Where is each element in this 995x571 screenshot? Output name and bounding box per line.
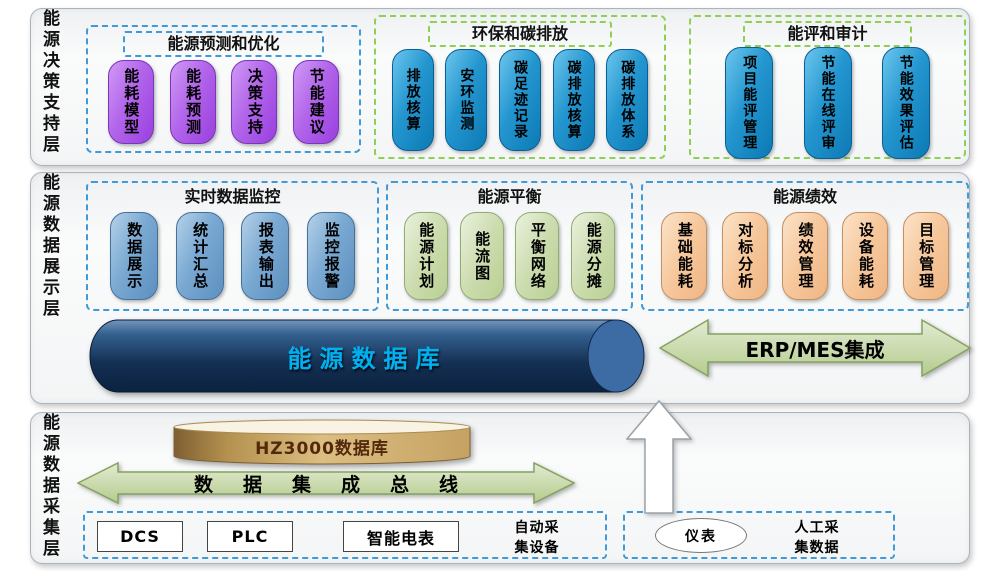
pill-energy-allocation: 能源分摊 — [571, 212, 616, 300]
pill-energy-flow: 能流图 — [459, 212, 504, 300]
pill-monitor-alarm: 监控报警 — [307, 212, 356, 300]
pill-energy-model: 能耗模型 — [107, 60, 154, 144]
data-bus-label: 数据集成总线 — [193, 473, 488, 496]
auto-collect-label: 自动采集设备 — [514, 520, 560, 556]
group-title: 环保和碳排放 — [427, 21, 612, 47]
up-arrow-icon — [625, 399, 693, 514]
pill-energy-forecast: 能耗预测 — [169, 60, 216, 144]
group-realtime-monitoring: 实时数据监控 数据展示 统计汇总 报表输出 监控报警 — [86, 181, 379, 311]
pill-row: 数据展示 统计汇总 报表输出 监控报警 — [92, 207, 373, 305]
pill-row: 能耗模型 能耗预测 决策支持 节能建议 — [92, 57, 355, 147]
pill-report-output: 报表输出 — [241, 212, 290, 300]
energy-database-label: 能源数据库 — [287, 344, 448, 373]
pill-row: 基础能耗 对标分析 绩效管理 设备能耗 目标管理 — [647, 207, 963, 305]
pill-benchmark-analysis: 对标分析 — [721, 212, 768, 300]
pill-row: 项目能评管理 节能在线评审 节能效果评估 — [695, 47, 960, 159]
data-bus-arrow: 数据集成总线 — [77, 461, 575, 505]
group-energy-balance: 能源平衡 能源计划 能流图 平衡网络 能源分摊 — [386, 181, 633, 311]
pill-saving-advice: 节能建议 — [293, 60, 340, 144]
pill-effect-evaluation: 节能效果评估 — [881, 47, 930, 159]
pill-carbon-footprint: 碳足迹记录 — [498, 49, 541, 151]
pill-row: 能源计划 能流图 平衡网络 能源分摊 — [392, 207, 627, 305]
pill-online-review: 节能在线评审 — [803, 47, 852, 159]
pill-row: 排放核算 安环监测 碳足迹记录 碳排放核算 碳排放体系 — [380, 47, 660, 153]
pill-project-evaluation: 项目能评管理 — [725, 47, 774, 159]
layer-decision-support: 能源决策支持层 能源预测和优化 能耗模型 能耗预测 决策支持 节能建议 环保和碳… — [30, 8, 970, 166]
pill-energy-plan: 能源计划 — [403, 212, 448, 300]
device-dcs: DCS — [97, 521, 183, 552]
hz3000-label: HZ3000数据库 — [255, 439, 389, 459]
group-title: 能评和审计 — [743, 21, 912, 47]
pill-base-consumption: 基础能耗 — [661, 212, 708, 300]
manual-collect-box: 仪表 人工采集数据 — [623, 511, 895, 559]
pill-statistics: 统计汇总 — [175, 212, 224, 300]
double-arrow-icon — [659, 318, 971, 378]
manual-collect-label: 人工采集数据 — [794, 520, 840, 556]
auto-collect-box: DCS PLC 智能电表 自动采集设备 — [83, 511, 607, 559]
hz3000-database-cylinder: HZ3000数据库 — [173, 419, 471, 465]
device-smart-meter: 智能电表 — [343, 521, 459, 552]
double-arrow-icon — [77, 461, 575, 505]
layer-label-acquisition: 能源数据采集层 — [39, 413, 59, 560]
erp-mes-label: ERP/MES集成 — [745, 337, 885, 362]
pill-data-display: 数据展示 — [109, 212, 158, 300]
group-environment-carbon: 环保和碳排放 排放核算 安环监测 碳足迹记录 碳排放核算 碳排放体系 — [374, 15, 666, 159]
pill-performance-mgmt: 绩效管理 — [781, 212, 828, 300]
cylinder-shape-icon — [173, 419, 471, 465]
pill-carbon-system: 碳排放体系 — [606, 49, 649, 151]
layer-label-display: 能源数据展示层 — [39, 173, 59, 320]
group-title: 能源平衡 — [477, 187, 542, 206]
cylinder-shape-icon — [89, 319, 645, 393]
pill-carbon-accounting: 碳排放核算 — [552, 49, 595, 151]
group-title: 实时数据监控 — [184, 187, 281, 206]
pill-balance-network: 平衡网络 — [515, 212, 560, 300]
group-energy-forecast-optimization: 能源预测和优化 能耗模型 能耗预测 决策支持 节能建议 — [86, 25, 361, 153]
energy-database-cylinder: 能源数据库 — [89, 319, 646, 393]
pill-safety-env-monitor: 安环监测 — [445, 49, 488, 151]
pill-target-mgmt: 目标管理 — [902, 212, 949, 300]
layer-data-display: 能源数据展示层 实时数据监控 数据展示 统计汇总 报表输出 监控报警 能源平衡 … — [30, 172, 971, 404]
layer-label-decision: 能源决策支持层 — [39, 9, 59, 156]
group-title: 能源绩效 — [772, 187, 837, 206]
pill-decision-support: 决策支持 — [231, 60, 278, 144]
device-plc: PLC — [207, 521, 293, 552]
group-title: 能源预测和优化 — [123, 31, 324, 57]
erp-mes-arrow: ERP/MES集成 — [659, 317, 971, 379]
group-energy-performance: 能源绩效 基础能耗 对标分析 绩效管理 设备能耗 目标管理 — [641, 181, 969, 311]
layer-data-acquisition: 能源数据采集层 HZ3000数据库 — [30, 412, 970, 564]
instrument-ellipse: 仪表 — [655, 518, 747, 553]
pill-equipment-consumption: 设备能耗 — [842, 212, 889, 300]
group-energy-audit: 能评和审计 项目能评管理 节能在线评审 节能效果评估 — [689, 15, 966, 159]
pill-emission-accounting: 排放核算 — [391, 49, 434, 151]
